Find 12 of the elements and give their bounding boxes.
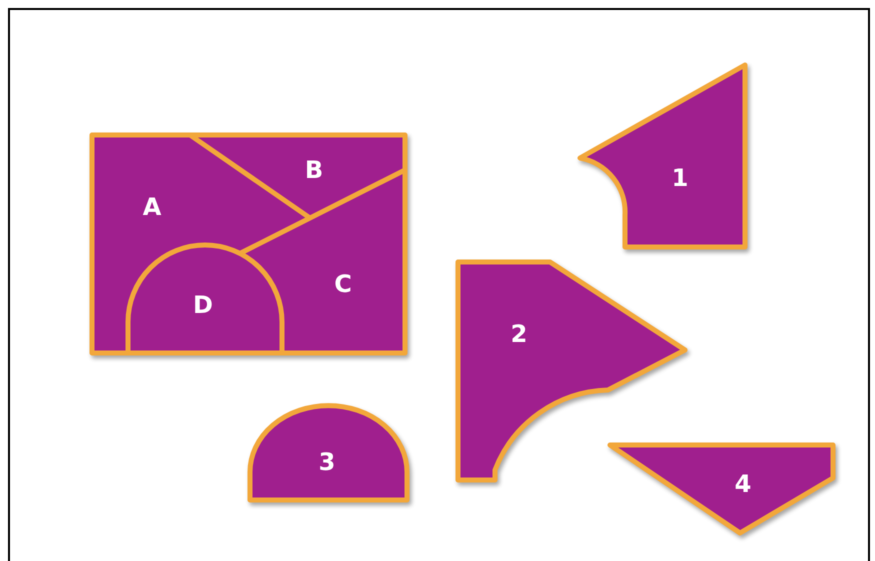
shape-label: D — [193, 291, 213, 319]
shape-label: A — [142, 193, 162, 221]
puzzle-piece — [578, 63, 748, 249]
shape-label: C — [334, 270, 352, 298]
shape-label: B — [304, 156, 324, 184]
shape-label: 3 — [318, 448, 336, 476]
shape-label: 2 — [510, 320, 528, 348]
shape-label: 4 — [734, 470, 752, 498]
shape-label: 1 — [672, 164, 688, 192]
puzzle-piece — [608, 443, 835, 535]
puzzle-piece — [456, 260, 688, 482]
puzzle-piece — [248, 404, 409, 502]
